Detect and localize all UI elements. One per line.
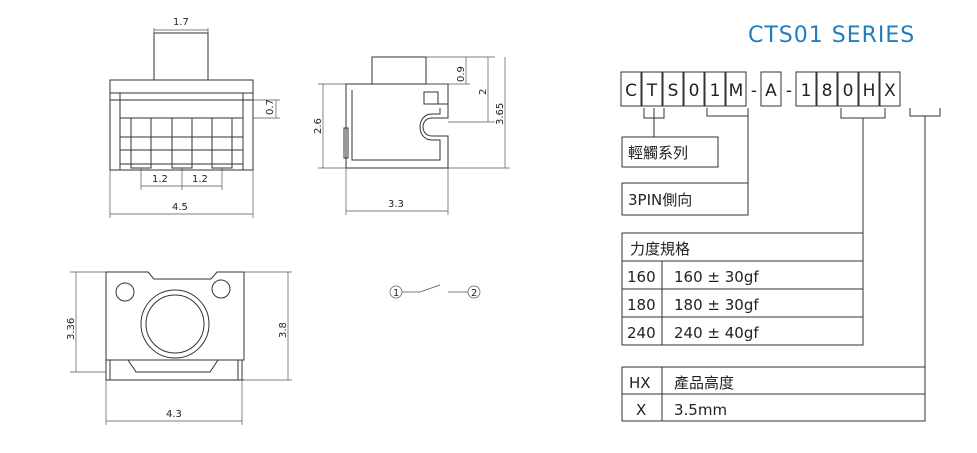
schematic-pin-1: 1 (393, 288, 399, 299)
series-title: CTS01 SERIES (748, 23, 915, 48)
series-label: 輕觸系列 (628, 144, 688, 162)
code-box (641, 71, 663, 107)
dim-front-top-width: 1.7 (173, 17, 189, 28)
dim-side-height-left: 2.6 (313, 118, 324, 134)
code-char: M (729, 81, 744, 101)
code-char: X (884, 81, 896, 101)
bottom-view: 3.36 3.8 4.3 (66, 271, 292, 425)
switch-schematic: 1 2 (389, 284, 481, 299)
code-box (704, 71, 726, 107)
height-code-x: X (636, 401, 646, 419)
code-char: - (751, 81, 757, 101)
code-box (837, 71, 859, 107)
code-char: S (668, 81, 679, 101)
code-char: 0 (689, 81, 700, 101)
force-header: 力度規格 (630, 240, 690, 258)
dim-pin-pitch-right: 1.2 (192, 174, 208, 185)
height-value: 3.5mm (674, 401, 727, 419)
type-label: 3PIN側向 (628, 191, 692, 209)
series-table: 輕觸系列 (621, 136, 719, 168)
force-value-180: 180 ± 30gf (674, 296, 759, 314)
dim-side-height-mid: 2 (478, 89, 489, 95)
code-box (760, 71, 782, 107)
code-char: H (863, 81, 876, 101)
code-box (683, 71, 705, 107)
dim-bottom-right-height: 3.8 (278, 322, 289, 338)
code-box (795, 71, 817, 107)
code-char: 8 (822, 81, 833, 101)
type-table: 3PIN側向 (621, 182, 749, 216)
height-label: 產品高度 (674, 374, 734, 392)
code-char: C (625, 81, 637, 101)
height-table: HX 產品高度 X 3.5mm (621, 366, 926, 422)
dim-side-top-offset: 0.9 (456, 66, 467, 82)
code-box (816, 71, 838, 107)
code-box (858, 71, 880, 107)
code-box (879, 71, 901, 107)
dim-side-width: 3.3 (388, 199, 404, 210)
code-char: A (765, 81, 777, 101)
dim-side-total-height: 3.65 (495, 103, 506, 125)
code-box (662, 71, 684, 107)
force-value-240: 240 ± 40gf (674, 324, 759, 342)
code-char: T (646, 81, 658, 101)
code-box (725, 71, 747, 107)
schematic-pin-2: 2 (471, 288, 477, 299)
dim-pin-pitch-left: 1.2 (152, 174, 168, 185)
code-char: 0 (843, 81, 854, 101)
height-code-hx: HX (629, 374, 651, 392)
force-code-180: 180 (627, 296, 656, 314)
code-char: 1 (710, 81, 721, 101)
dim-front-total-width: 4.5 (172, 202, 188, 213)
dim-bottom-width: 4.3 (166, 409, 182, 420)
dim-bottom-left-height: 3.36 (66, 318, 77, 340)
force-value-160: 160 ± 30gf (674, 268, 759, 286)
front-view: 1.7 0.7 1.2 1.2 4.5 (109, 17, 280, 218)
code-char: 1 (801, 81, 812, 101)
code-char: - (786, 81, 792, 101)
code-box (620, 71, 642, 107)
force-code-160: 160 (627, 268, 656, 286)
side-view: 0.9 2 3.65 2.6 3.3 (313, 56, 510, 215)
force-code-240: 240 (627, 324, 656, 342)
force-table: 力度規格 160 160 ± 30gf 180 180 ± 30gf 240 2… (621, 232, 864, 346)
connector-lines (643, 108, 941, 367)
dim-front-right-height: 0.7 (265, 99, 276, 115)
